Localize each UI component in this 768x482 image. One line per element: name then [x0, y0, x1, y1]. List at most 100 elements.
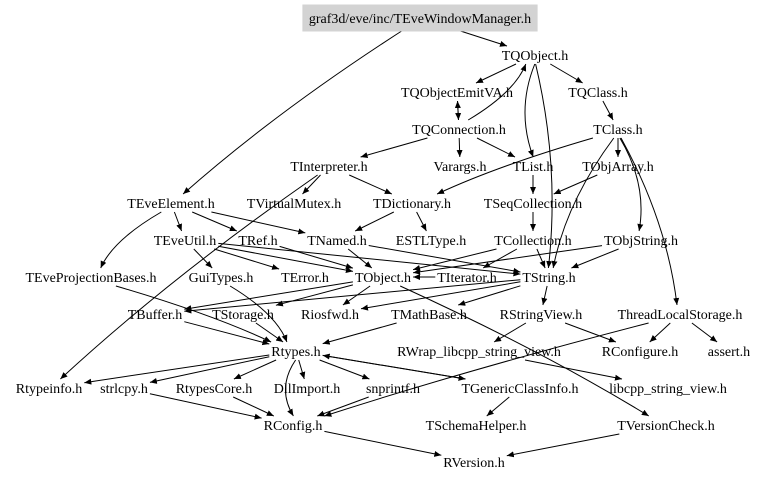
node-ESTLType[interactable]: ESTLType.h: [396, 234, 466, 249]
node-RWrap[interactable]: RWrap_libcpp_string_view.h: [397, 345, 561, 360]
node-TQConnection[interactable]: TQConnection.h: [412, 123, 506, 138]
node-snprintf[interactable]: snprintf.h: [366, 382, 420, 397]
edge-TEveElement-to-TEveUtil: [173, 211, 183, 232]
node-Varargs[interactable]: Varargs.h: [433, 160, 486, 175]
edge-TQConnection-to-Varargs: [456, 137, 463, 158]
node-label: TString.h: [522, 271, 575, 286]
node-TSchemaHelper[interactable]: TSchemaHelper.h: [426, 419, 527, 434]
node-RStringView[interactable]: RStringView.h: [500, 308, 583, 323]
node-TObjString[interactable]: TObjString.h: [604, 234, 678, 249]
node-TObject[interactable]: TObject.h: [355, 271, 411, 286]
node-label: TObjArray.h: [582, 160, 654, 175]
edge-ThreadLocalStorage-to-assert: [691, 322, 718, 343]
node-label: ESTLType.h: [396, 234, 466, 249]
node-TQObject[interactable]: TQObject.h: [502, 49, 568, 64]
edge-TQObject-to-TString: [535, 63, 553, 269]
node-label: Rtypeinfo.h: [16, 382, 83, 397]
node-TEveElement[interactable]: TEveElement.h: [127, 197, 214, 212]
node-ThreadLocalStorage[interactable]: ThreadLocalStorage.h: [618, 308, 743, 323]
node-TStorage[interactable]: TStorage.h: [212, 308, 274, 323]
edge-TVersionCheck-to-RVersion: [506, 433, 620, 458]
node-Rtypes[interactable]: Rtypes.h: [271, 345, 320, 360]
root-node-box: [302, 4, 538, 32]
node-label: TInterpreter.h: [290, 160, 367, 175]
edge-layer: [60, 26, 718, 458]
edge-TEveElement-to-TEveProjectionBases: [100, 211, 162, 269]
edge-TStorage-to-Rtypes: [255, 322, 284, 343]
node-RConfigure[interactable]: RConfigure.h: [602, 345, 679, 360]
edge-RWrap-to-libcpp_sv: [524, 359, 623, 381]
node-label: TSeqCollection.h: [484, 197, 582, 212]
node-TDictionary[interactable]: TDictionary.h: [373, 197, 451, 212]
node-TEveUtil[interactable]: TEveUtil.h: [154, 234, 217, 249]
node-label: RtypesCore.h: [176, 382, 253, 397]
node-RVersion[interactable]: RVersion.h: [443, 456, 505, 471]
edge-TInterpreter-to-TDictionary: [348, 174, 393, 195]
edge-TClass-to-ThreadLocalStorage: [620, 137, 680, 306]
node-label: TObjString.h: [604, 234, 678, 249]
edge-TMathBase-to-Rtypes: [322, 322, 397, 345]
edge-RStringView-to-RWrap: [493, 322, 527, 343]
edge-RConfig-to-RVersion: [324, 430, 442, 457]
node-GuiTypes[interactable]: GuiTypes.h: [189, 271, 254, 286]
node-assert[interactable]: assert.h: [708, 345, 750, 360]
node-TInterpreter[interactable]: TInterpreter.h: [290, 160, 367, 175]
node-TBuffer[interactable]: TBuffer.h: [128, 308, 183, 323]
node-TString[interactable]: TString.h: [522, 271, 575, 286]
node-TEveProjectionBases[interactable]: TEveProjectionBases.h: [25, 271, 156, 286]
node-TSeqCollection[interactable]: TSeqCollection.h: [484, 197, 582, 212]
node-DllImport[interactable]: DllImport.h: [274, 382, 341, 397]
node-TObjArray[interactable]: TObjArray.h: [582, 160, 654, 175]
node-label: RWrap_libcpp_string_view.h: [397, 345, 561, 360]
node-libcpp_sv[interactable]: libcpp_string_view.h: [609, 382, 727, 397]
node-TMathBase[interactable]: TMathBase.h: [391, 308, 467, 323]
edge-TNamed-to-TString: [368, 245, 521, 274]
edge-TQObject-to-TQClass: [550, 63, 583, 84]
node-TIterator[interactable]: TIterator.h: [437, 271, 496, 286]
node-Riosfwd[interactable]: Riosfwd.h: [301, 308, 359, 323]
edge-TEveUtil-to-TError: [214, 248, 280, 270]
edge-TEveUtil-to-GuiTypes: [193, 248, 213, 269]
node-label: RConfig.h: [264, 419, 323, 434]
edge-TGenericClassInfo-to-TSchemaHelper: [486, 396, 510, 417]
node-label: assert.h: [708, 345, 750, 360]
edge-TDictionary-to-ESTLType: [416, 211, 427, 232]
node-TNamed[interactable]: TNamed.h: [307, 234, 366, 249]
edge-Rtypes-to-RtypesCore: [233, 359, 277, 380]
edge-TObjString-to-TObject: [413, 245, 603, 275]
node-label: TObject.h: [355, 271, 411, 286]
node-TQClass[interactable]: TQClass.h: [568, 86, 628, 101]
node-TQObjectEmitVA[interactable]: TQObjectEmitVA.h: [401, 86, 513, 101]
edge-Rtypes-to-RConfig: [285, 359, 297, 417]
node-TCollection[interactable]: TCollection.h: [494, 234, 571, 249]
edge-RtypesCore-to-RConfig: [232, 396, 275, 417]
node-label: graf3d/eve/inc/TEveWindowManager.h: [309, 12, 531, 27]
node-RConfig[interactable]: RConfig.h: [264, 419, 323, 434]
node-label: TCollection.h: [494, 234, 571, 249]
node-label: TEveUtil.h: [154, 234, 217, 249]
node-label: TList.h: [513, 160, 554, 175]
node-label: TError.h: [281, 271, 329, 286]
node-RtypesCore[interactable]: RtypesCore.h: [176, 382, 253, 397]
node-TClass[interactable]: TClass.h: [593, 123, 642, 138]
node-label: TGenericClassInfo.h: [461, 382, 578, 397]
edge-TObject-to-TStorage: [275, 284, 354, 307]
node-strlcpy[interactable]: strlcpy.h: [100, 382, 148, 397]
node-TList[interactable]: TList.h: [513, 160, 554, 175]
node-TGenericClassInfo[interactable]: TGenericClassInfo.h: [461, 382, 578, 397]
edge-TQObject-to-TList: [524, 63, 536, 158]
node-TVirtualMutex[interactable]: TVirtualMutex.h: [247, 197, 341, 212]
node-label: Varargs.h: [433, 160, 486, 175]
node-TVersionCheck[interactable]: TVersionCheck.h: [617, 419, 715, 434]
node-TError[interactable]: TError.h: [281, 271, 329, 286]
edge-TInterpreter-to-Rtypeinfo: [60, 174, 318, 380]
edge-Rtypes-to-DllImport: [298, 359, 306, 380]
node-TRef[interactable]: TRef.h: [238, 234, 277, 249]
node-label: libcpp_string_view.h: [609, 382, 727, 397]
node-root[interactable]: graf3d/eve/inc/TEveWindowManager.h: [302, 4, 538, 32]
edge-TString-to-TBuffer: [184, 279, 521, 314]
edge-TClass-to-TString: [551, 137, 615, 269]
edge-TNamed-to-TObject: [347, 248, 373, 269]
node-Rtypeinfo[interactable]: Rtypeinfo.h: [16, 382, 83, 397]
